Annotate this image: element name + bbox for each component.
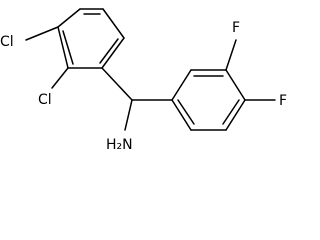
atom-label-f-bottom: F: [279, 93, 287, 109]
bond-c-f-top: [225, 39, 237, 71]
bond-ring2-right-bottom-inner: [222, 99, 240, 125]
bond-ring2-left-bottom: [171, 99, 192, 131]
bond-ring1-right: [102, 8, 125, 39]
atom-label-cl-top: Cl: [0, 34, 14, 50]
bond-ring1-top: [57, 8, 81, 28]
atom-label-f-top: F: [232, 20, 240, 36]
bond-ring2-right-top: [225, 69, 246, 101]
bond-c-cl-top: [25, 26, 59, 41]
atom-label-cl-bottom: Cl: [38, 92, 52, 108]
bond-ring2-left-top: [171, 69, 192, 101]
molecule-structure-diagram: Cl Cl F F H₂N: [0, 8, 287, 152]
bond-ring2-right-bottom: [225, 99, 246, 131]
dichlorophenyl-ring: [57, 8, 125, 69]
bond-c-cl-bottom: [51, 67, 69, 89]
difluorophenyl-ring: [171, 69, 246, 131]
bond-ring2-left-bottom-inner: [177, 99, 195, 125]
atom-label-nh2: H₂N: [106, 137, 133, 152]
bond-ring1-ch: [101, 67, 133, 101]
bond-ring1-left: [57, 26, 69, 69]
bond-ring1-left-inner: [62, 30, 74, 65]
bond-ring1-bottom-right: [101, 37, 125, 69]
bond-ring1-bottom-right-inner: [99, 38, 119, 64]
bond-ch-nh2: [124, 99, 133, 131]
